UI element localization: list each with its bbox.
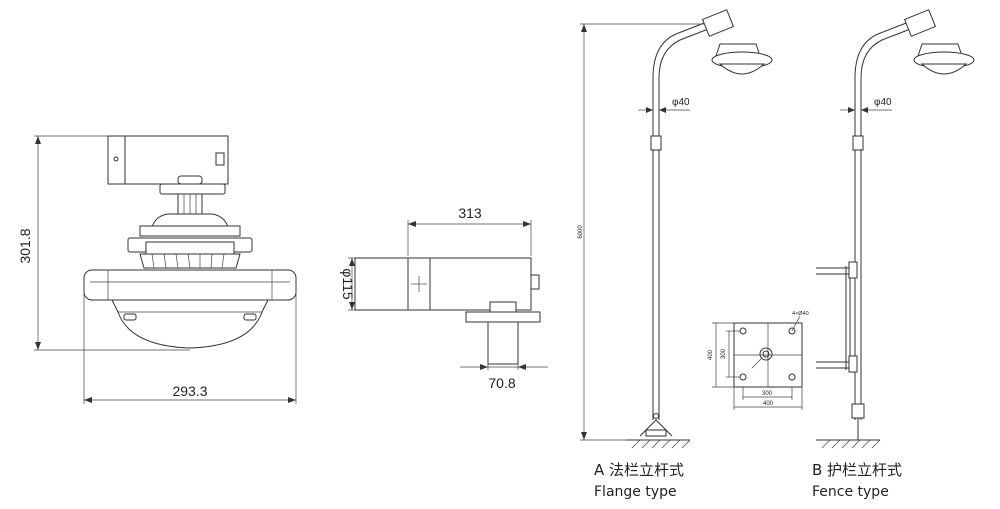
arm-housing: [107, 135, 229, 185]
pole-b-fence-type: φ40 B 护栏立杆式 Fence type: [812, 9, 975, 500]
pole-b-diameter: φ40: [874, 97, 892, 108]
front-width-dimension: 293.3: [172, 383, 207, 399]
flange-plate-detail: 4×Ø40 400 300 300 400: [708, 311, 809, 410]
flange-outer-height: 400: [708, 349, 714, 360]
flange-hole-spacing-h: 300: [762, 391, 773, 397]
front-view: 301.8 293.3: [17, 135, 297, 404]
pole-b-shaft-left: [854, 19, 915, 420]
pole-a-diameter: φ40: [672, 97, 690, 108]
pole-b-caption-en: Fence type: [812, 484, 889, 500]
side-length-dimension: 313: [458, 205, 482, 221]
flange-hole-spacing-v: 300: [721, 348, 727, 359]
pole-a-caption-en: Flange type: [594, 484, 677, 500]
pole-a-shaft-left: [652, 19, 713, 420]
pole-a-flange-type: φ40 6000 A 法栏立杆式 Flange type: [578, 9, 773, 500]
front-height-dimension: 301.8: [17, 228, 33, 263]
side-arm-housing: [354, 257, 532, 311]
side-view: 313 φ115 70.8: [340, 205, 548, 391]
pole-b-caption-cn: B 护栏立杆式: [812, 461, 902, 479]
lamp-lens: [111, 299, 269, 349]
pole-a-caption-cn: A 法栏立杆式: [594, 461, 684, 479]
flange-outer-width: 400: [763, 401, 774, 407]
side-diameter-dimension: φ115: [340, 268, 356, 300]
lamp-rim: [83, 269, 297, 301]
pole-a-height: 6000: [578, 225, 584, 239]
flange-hole-note: 4×Ø40: [792, 311, 809, 317]
side-bottom-dimension: 70.8: [488, 375, 515, 391]
